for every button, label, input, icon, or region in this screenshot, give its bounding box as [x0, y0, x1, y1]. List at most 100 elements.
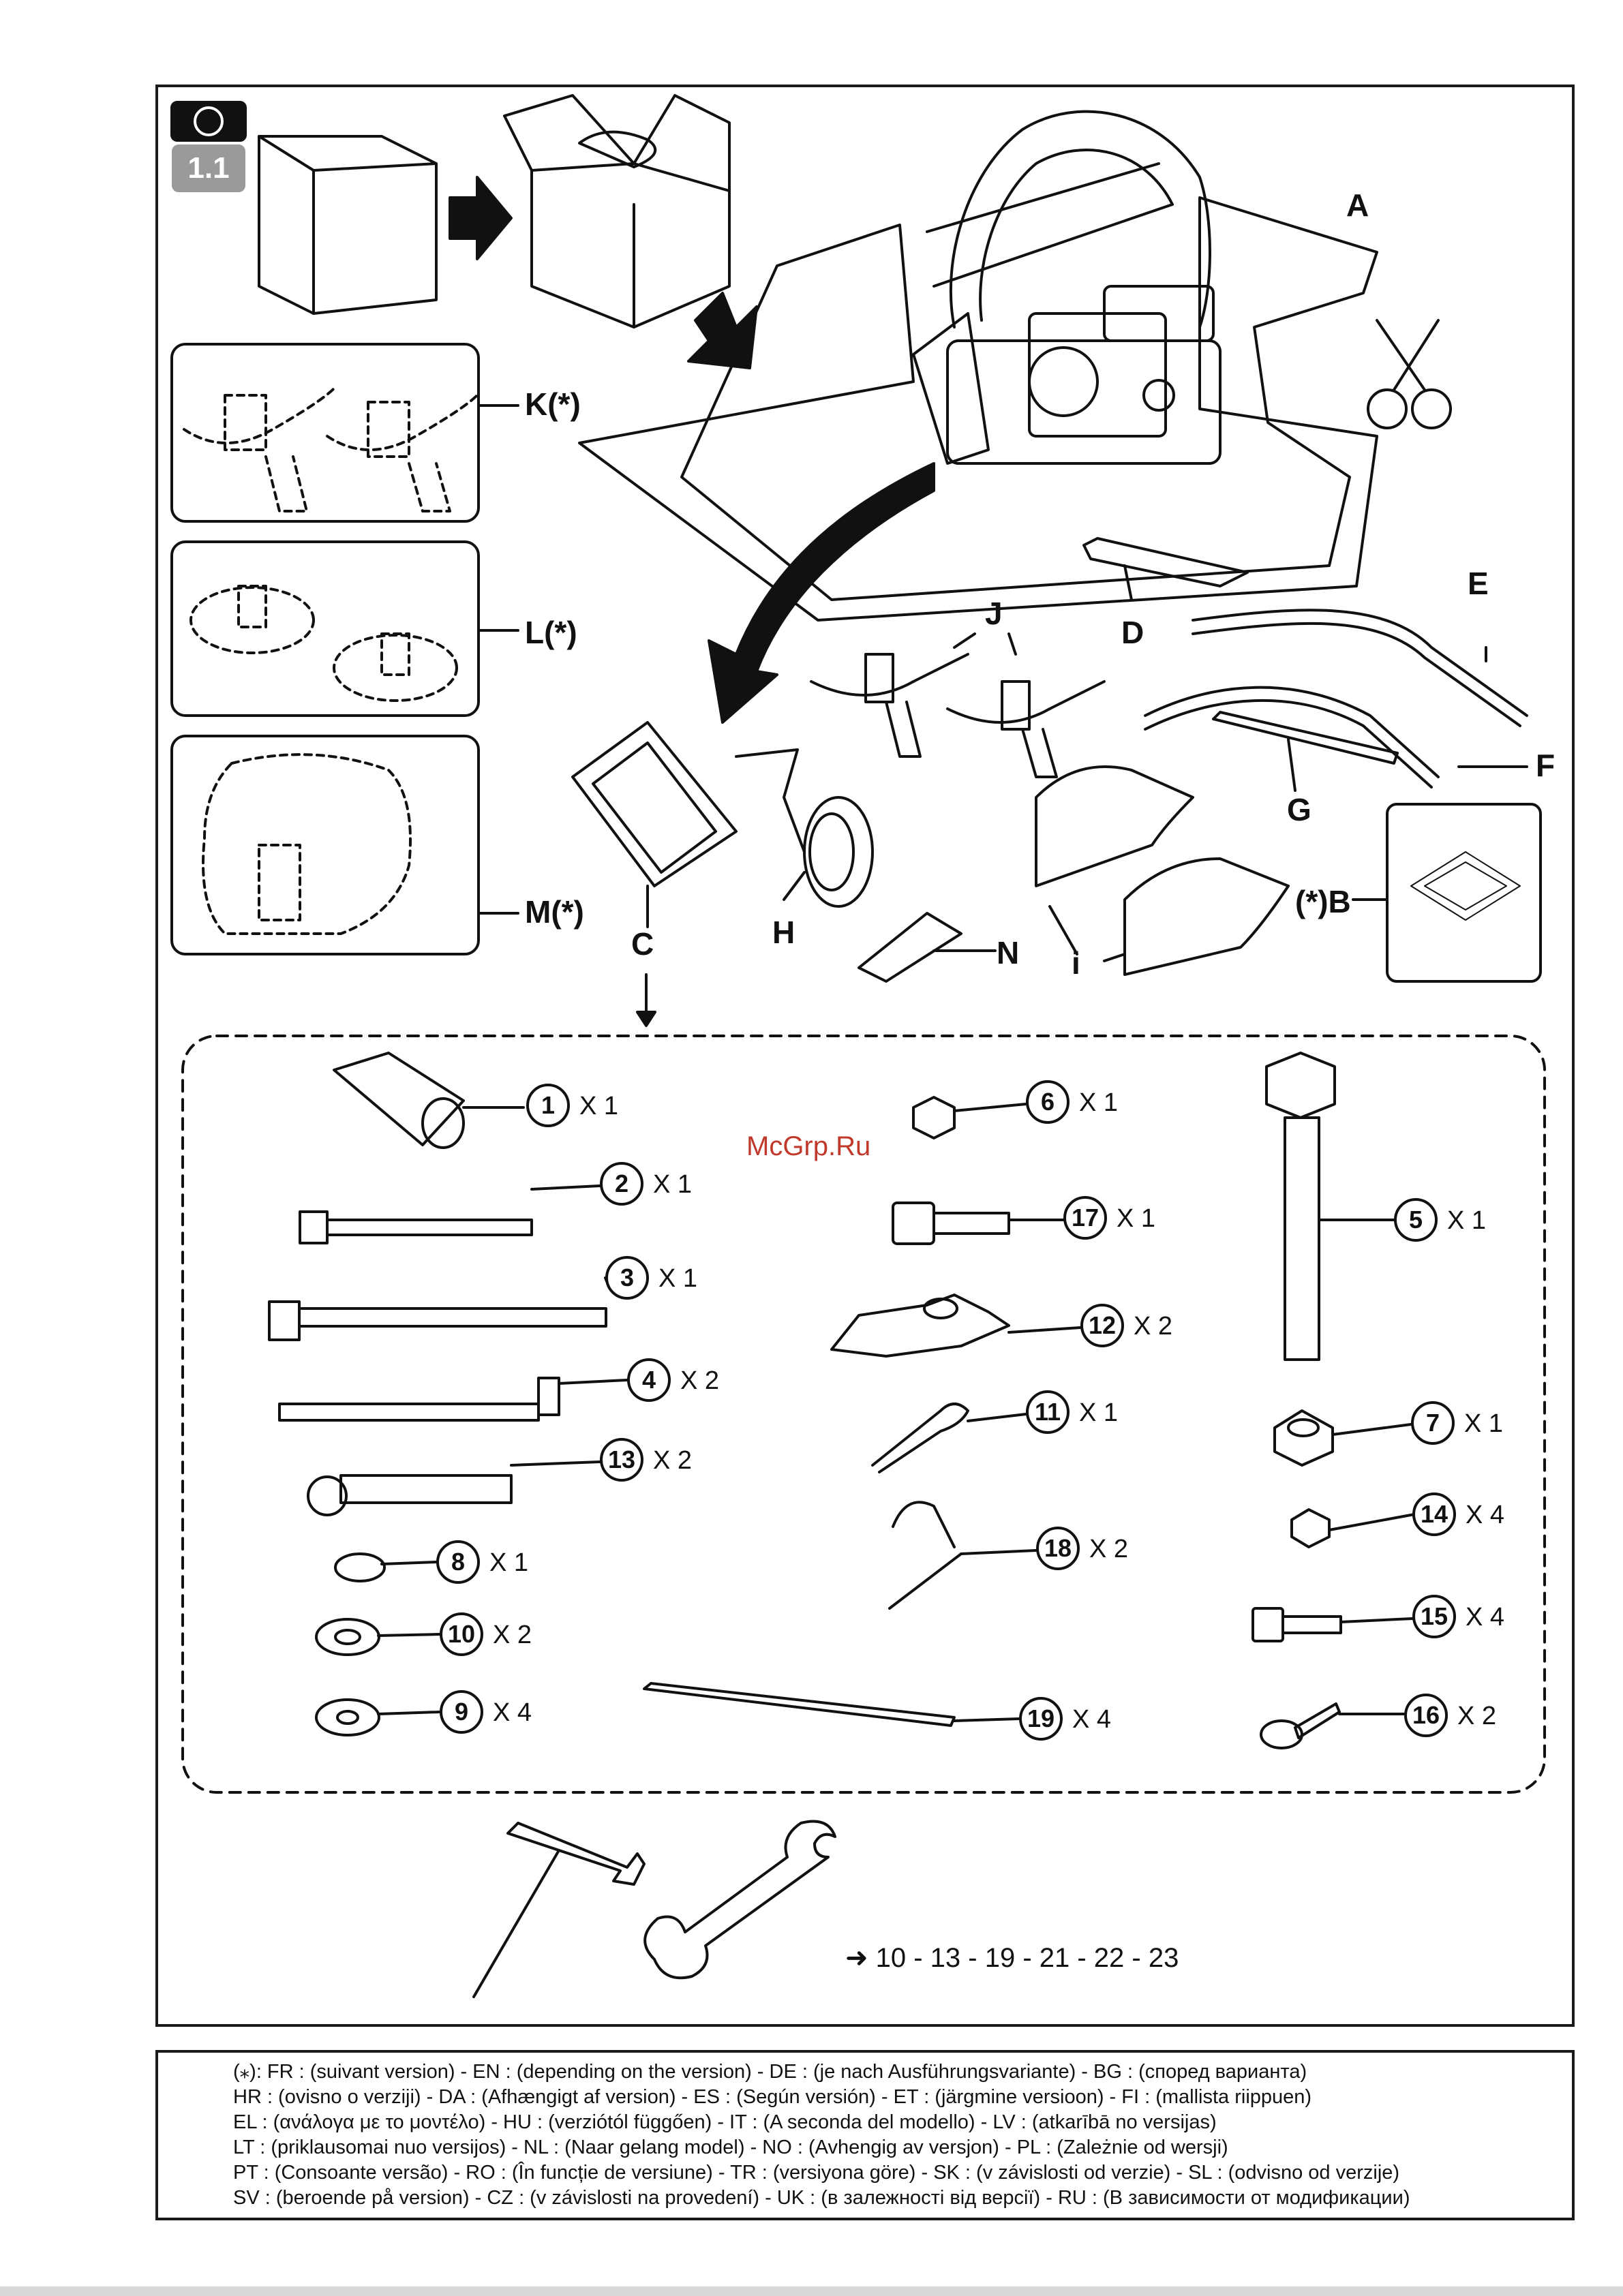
- part-qty-14: X 4: [1466, 1501, 1505, 1529]
- kit-m-illustration: [202, 753, 412, 935]
- part-number-14: 14: [1412, 1493, 1456, 1536]
- part-qty-11: X 1: [1079, 1398, 1119, 1427]
- part-number-4: 4: [627, 1358, 671, 1402]
- part-number-17: 17: [1063, 1196, 1107, 1240]
- label-a: A: [1346, 187, 1369, 223]
- part-11-pin: [871, 1403, 1027, 1473]
- part-12-blade: [830, 1294, 1082, 1358]
- arrow-right-icon: [449, 176, 513, 260]
- part-9-washer: [315, 1698, 441, 1736]
- part-5-bolt: [1265, 1052, 1395, 1361]
- label-l: L(*): [525, 615, 577, 650]
- part-number-18: 18: [1036, 1527, 1080, 1570]
- open-box-illustration: [503, 94, 731, 328]
- part-qty-9: X 4: [493, 1698, 532, 1727]
- part-qty-3: X 1: [658, 1264, 698, 1293]
- part-qty-8: X 1: [489, 1548, 529, 1577]
- part-qty-1: X 1: [579, 1092, 619, 1120]
- kit-l-illustration: [189, 585, 458, 702]
- kit-m-box: [170, 735, 480, 955]
- part-qty-12: X 2: [1134, 1312, 1173, 1341]
- label-n: N: [997, 935, 1020, 970]
- part-qty-13: X 2: [653, 1446, 693, 1475]
- tiller-in-carton-illustration: [578, 110, 1378, 622]
- label-k: K(*): [525, 386, 581, 422]
- part-number-1: 1: [526, 1084, 570, 1127]
- part-4-bolt: [278, 1377, 628, 1422]
- tines-j-illustration: [810, 632, 1106, 778]
- parts-area: [181, 1035, 1546, 1794]
- wheel-illustration: [735, 748, 874, 908]
- curved-arrow-icon: [708, 462, 935, 724]
- part-number-15: 15: [1412, 1595, 1456, 1638]
- label-j: J: [985, 596, 1003, 631]
- kit-k-illustration: [183, 387, 479, 512]
- part-number-11: 11: [1026, 1390, 1070, 1434]
- footnote-line: LT : (priklausomai nuo versijos) - NL : …: [233, 2137, 1228, 2158]
- handle-f-illustration: [1144, 686, 1440, 778]
- part-number-9: 9: [440, 1690, 483, 1734]
- kit-l-box: [170, 540, 480, 717]
- part-number-19: 19: [1019, 1697, 1063, 1741]
- kit-b-box: [1386, 803, 1542, 983]
- part-number-3: 3: [605, 1256, 649, 1300]
- label-g: G: [1287, 792, 1311, 827]
- footnote-line: HR : (ovisno o verziji) - DA : (Afhængig…: [233, 2086, 1312, 2108]
- part-n-illustration: [858, 912, 962, 983]
- part-13-screw: [307, 1460, 601, 1516]
- kit-k-box: [170, 343, 480, 523]
- part-qty-6: X 1: [1079, 1088, 1119, 1117]
- part-6-nut: [912, 1096, 1027, 1139]
- part-qty-2: X 1: [653, 1170, 693, 1199]
- label-f: F: [1536, 748, 1556, 783]
- scissors-icon: [1367, 319, 1452, 429]
- part-qty-4: X 2: [680, 1366, 720, 1395]
- part-qty-19: X 4: [1072, 1705, 1112, 1734]
- page-bottom-strip: [0, 2286, 1623, 2296]
- watermark: McGrp.Ru: [746, 1131, 871, 1161]
- label-b: (*)B: [1295, 884, 1351, 919]
- part-qty-7: X 1: [1464, 1409, 1504, 1438]
- version-footnote: (⁎): FR : (suivant version) - EN : (depe…: [155, 2050, 1575, 2220]
- part-number-5: 5: [1394, 1198, 1438, 1242]
- part-number-12: 12: [1080, 1304, 1124, 1347]
- part-1-spacer: [333, 1052, 525, 1149]
- part-number-16: 16: [1404, 1694, 1448, 1737]
- step-number-badge: 1.1: [172, 144, 245, 192]
- footnote-line: PT : (Consoante versão) - RO : (În funcț…: [233, 2162, 1400, 2184]
- part-qty-18: X 2: [1089, 1535, 1129, 1563]
- part-qty-17: X 1: [1117, 1204, 1156, 1233]
- label-h: H: [772, 915, 795, 950]
- footnote-line: (⁎): FR : (suivant version) - EN : (depe…: [233, 2061, 1307, 2083]
- footnote-line: SV : (beroende på version) - CZ : (v záv…: [233, 2187, 1410, 2209]
- part-8-washer: [334, 1552, 438, 1582]
- part-10-washer: [315, 1618, 441, 1656]
- shields-i-illustration: [1035, 765, 1194, 887]
- camera-icon: [170, 101, 247, 142]
- rod-g-illustration: [1212, 711, 1399, 765]
- part-2-bolt: [299, 1184, 601, 1244]
- part-qty-15: X 4: [1466, 1603, 1505, 1632]
- kit-b-illustration: [1410, 851, 1521, 921]
- part-number-13: 13: [600, 1438, 643, 1482]
- spanner-icon: [643, 1820, 836, 1980]
- part-18-lynch-pin: [888, 1501, 1037, 1610]
- bracket-d-illustration: [1082, 537, 1249, 587]
- part-qty-10: X 2: [493, 1621, 532, 1649]
- part-number-6: 6: [1026, 1080, 1070, 1124]
- part-number-10: 10: [440, 1612, 483, 1656]
- part-16-screw: [1260, 1702, 1406, 1749]
- part-7-nut: [1273, 1409, 1412, 1467]
- closed-box-illustration: [258, 135, 438, 315]
- label-m: M(*): [525, 894, 584, 930]
- part-19-cable-tie: [643, 1682, 1020, 1727]
- part-14-nut: [1290, 1508, 1416, 1548]
- illustration-frame: [155, 85, 1575, 2027]
- part-3-bolt: [268, 1276, 608, 1341]
- footnote-line: EL : (ανάλογα με το μοντέλο) - HU : (ver…: [233, 2111, 1217, 2133]
- t-wrench-icon: [472, 1822, 646, 1998]
- handle-e-illustration: [1192, 609, 1528, 717]
- part-qty-16: X 2: [1457, 1702, 1497, 1730]
- part-number-2: 2: [600, 1162, 643, 1206]
